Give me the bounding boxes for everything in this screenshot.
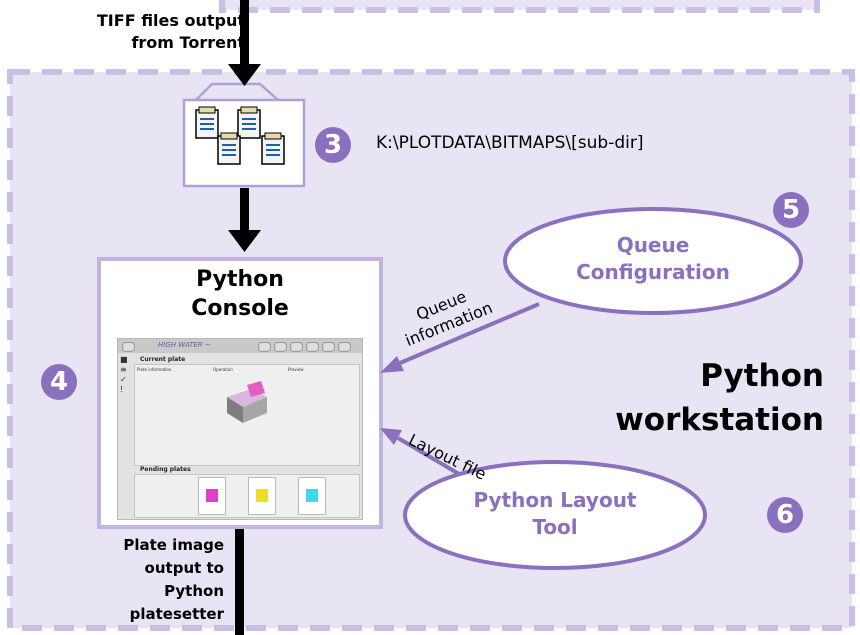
pending-plate-thumb-yellow (248, 477, 276, 515)
screenshot-menu-button (122, 342, 135, 352)
screenshot-toolbar-button (322, 342, 335, 352)
queue-config-line-1: Queue (616, 233, 690, 257)
step-3-badge: 3 (315, 127, 351, 163)
screenshot-toolbar-button (274, 342, 287, 352)
arrow-console-to-platesetter (235, 528, 244, 635)
screenshot-toolbar-button (290, 342, 303, 352)
console-title: Python Console (101, 265, 379, 323)
pending-plate-thumb-cyan (298, 477, 326, 515)
step-6-badge: 6 (767, 497, 803, 533)
console-title-line-1: Python (196, 267, 284, 292)
plate-label-line-4: platesetter (129, 605, 224, 623)
torrent-region (219, 0, 820, 13)
queue-configuration-label: Queue Configuration (530, 232, 776, 286)
queue-config-line-2: Configuration (576, 260, 730, 284)
screenshot-sidebar-icons: ■≡✓! (120, 355, 128, 394)
screenshot-col-operation: Operation (213, 367, 233, 372)
step-4-badge: 4 (41, 364, 77, 400)
screenshot-col-info: Plate information (137, 367, 172, 372)
arrow-queue-to-console (380, 302, 540, 373)
screenshot-current-plate-panel (134, 364, 360, 466)
bitmap-path-label: K:\PLOTDATA\BITMAPS\[sub-dir] (376, 133, 644, 153)
screenshot-toolbar-button (338, 342, 351, 352)
tiff-output-label: TIFF files output from Torrent (97, 10, 245, 54)
console-title-line-2: Console (191, 296, 289, 321)
layout-tool-label: Python Layout Tool (420, 487, 690, 541)
screenshot-toolbar-button (306, 342, 319, 352)
tiff-label-line-1: TIFF files output (96, 11, 245, 30)
plate-output-label: Plate image output to Python platesetter (123, 534, 224, 626)
plate-label-line-3: Python (164, 582, 224, 600)
tiff-files-icon (195, 106, 285, 165)
screenshot-pending-plates-panel (134, 474, 360, 518)
screenshot-toolbar-button (258, 342, 271, 352)
plate-label-line-2: output to (144, 559, 224, 577)
plate-label-line-1: Plate image (123, 536, 224, 554)
screenshot-pending-plates-heading: Pending plates (140, 466, 191, 473)
platesetter-machine-icon (227, 381, 267, 423)
queue-configuration-ellipse (503, 207, 803, 315)
layout-tool-line-2: Tool (532, 515, 578, 539)
arrow-folder-to-console (228, 188, 261, 252)
layout-tool-line-1: Python Layout (473, 488, 637, 512)
arrow-torrent-to-folder (228, 0, 261, 86)
pending-plate-thumb-magenta (198, 477, 226, 515)
workstation-line-1: Python (700, 358, 824, 394)
tiff-label-line-2: from Torrent (131, 33, 245, 52)
layout-tool-ellipse (403, 460, 707, 570)
screenshot-current-plate-heading: Current plate (140, 356, 186, 363)
workstation-label: Python workstation (615, 354, 824, 442)
screenshot-logo: HIGH WATER ~ (158, 341, 211, 349)
arrow-layout-to-console (380, 428, 461, 476)
screenshot-col-preview: Preview (288, 367, 304, 372)
workstation-line-2: workstation (615, 402, 824, 438)
console-screenshot: HIGH WATER ~ ■≡✓! Current plate Plate in… (117, 338, 363, 520)
step-5-badge: 5 (773, 192, 809, 228)
